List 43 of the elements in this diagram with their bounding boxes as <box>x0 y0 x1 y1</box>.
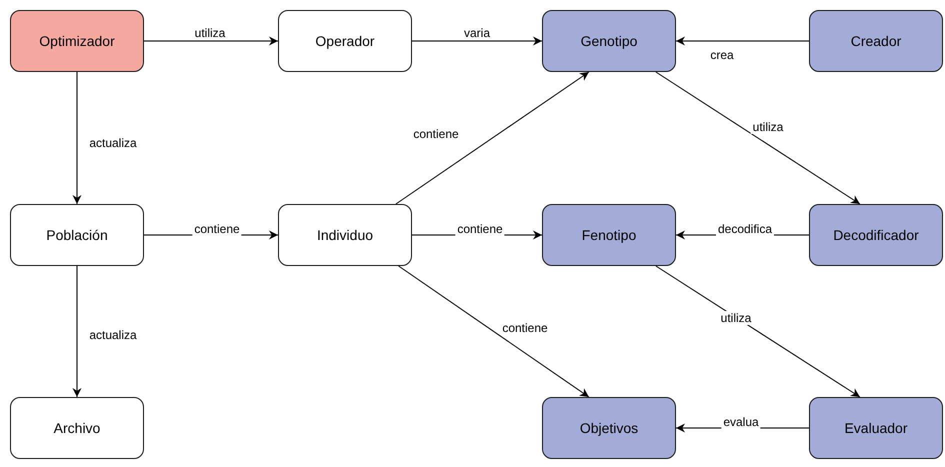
edge-label: utiliza <box>192 26 228 40</box>
process-box <box>809 397 943 459</box>
process-box <box>278 10 412 72</box>
process-box <box>542 10 676 72</box>
edge-label: contiene <box>411 127 461 141</box>
arrow <box>72 266 82 398</box>
arrow <box>655 72 860 204</box>
edge-label: contiene <box>192 222 242 236</box>
process-box <box>809 204 943 266</box>
arrow <box>655 266 860 398</box>
edge-label: evalua <box>721 415 761 429</box>
arrow <box>395 72 590 204</box>
process-box <box>542 204 676 266</box>
process-box <box>278 204 412 266</box>
edge-label: varia <box>462 26 492 40</box>
node-label: Operador <box>315 33 375 49</box>
process-box <box>542 397 676 459</box>
edge-label: utiliza <box>718 311 754 325</box>
process-box <box>10 204 144 266</box>
node-label: Objetivos <box>580 420 638 436</box>
edge-label: contiene <box>500 321 550 335</box>
edge-label: actualiza <box>87 136 139 150</box>
process-box <box>809 10 943 72</box>
node-label: Fenotipo <box>582 227 636 243</box>
node-label: Creador <box>850 33 902 49</box>
node-label: Población <box>46 227 108 243</box>
arrow <box>72 72 82 204</box>
node-label: Genotipo <box>580 33 638 49</box>
arrow <box>676 36 810 46</box>
arrow <box>412 36 542 46</box>
node-label: Archivo <box>54 420 100 436</box>
node-label: Optimizador <box>39 33 115 49</box>
node-label: Decodificador <box>833 227 919 243</box>
process-box <box>10 397 144 459</box>
process-box <box>10 10 144 72</box>
arrow <box>144 36 278 46</box>
node-label: Individuo <box>316 227 374 243</box>
node-label: Evaluador <box>844 420 908 436</box>
edge-label: utiliza <box>750 120 786 134</box>
edge-label: contiene <box>455 222 505 236</box>
arrow <box>398 266 590 398</box>
edge-label: decodifica <box>716 222 774 236</box>
edge-label: actualiza <box>87 328 139 342</box>
